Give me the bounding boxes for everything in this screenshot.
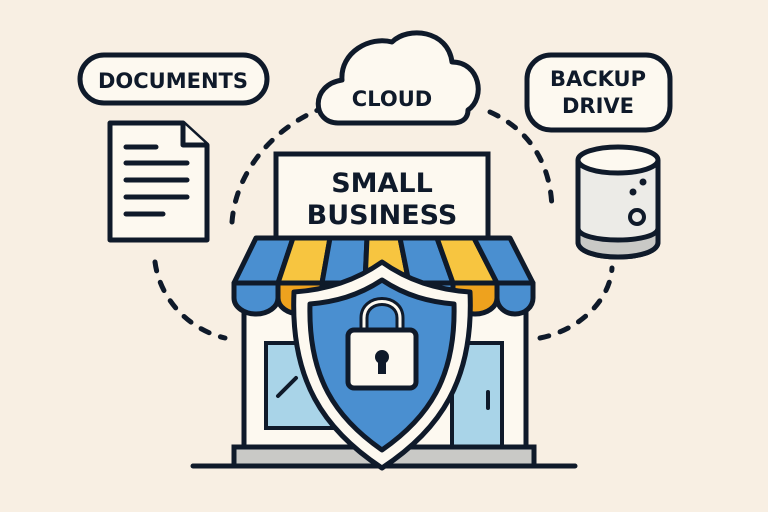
documents-label-text: DOCUMENTS	[98, 69, 248, 93]
dashed-connectors	[152, 107, 615, 341]
backup-label-line2: DRIVE	[562, 94, 634, 118]
backup-drive-label: BACKUP DRIVE	[524, 52, 673, 133]
backup-drive-icon	[575, 144, 661, 260]
backup-label-line1: BACKUP	[550, 67, 646, 91]
documents-label: DOCUMENTS	[77, 52, 270, 106]
store-sign-line2: BUSINESS	[307, 200, 458, 231]
store-sign-line1: SMALL	[331, 168, 433, 199]
storefront-icon: SMALL BUSINESS	[231, 151, 537, 469]
document-icon	[107, 120, 210, 243]
cloud-label-text: CLOUD	[352, 87, 432, 111]
shield-lock-icon	[291, 259, 473, 471]
cloud-icon: CLOUD	[315, 30, 481, 126]
